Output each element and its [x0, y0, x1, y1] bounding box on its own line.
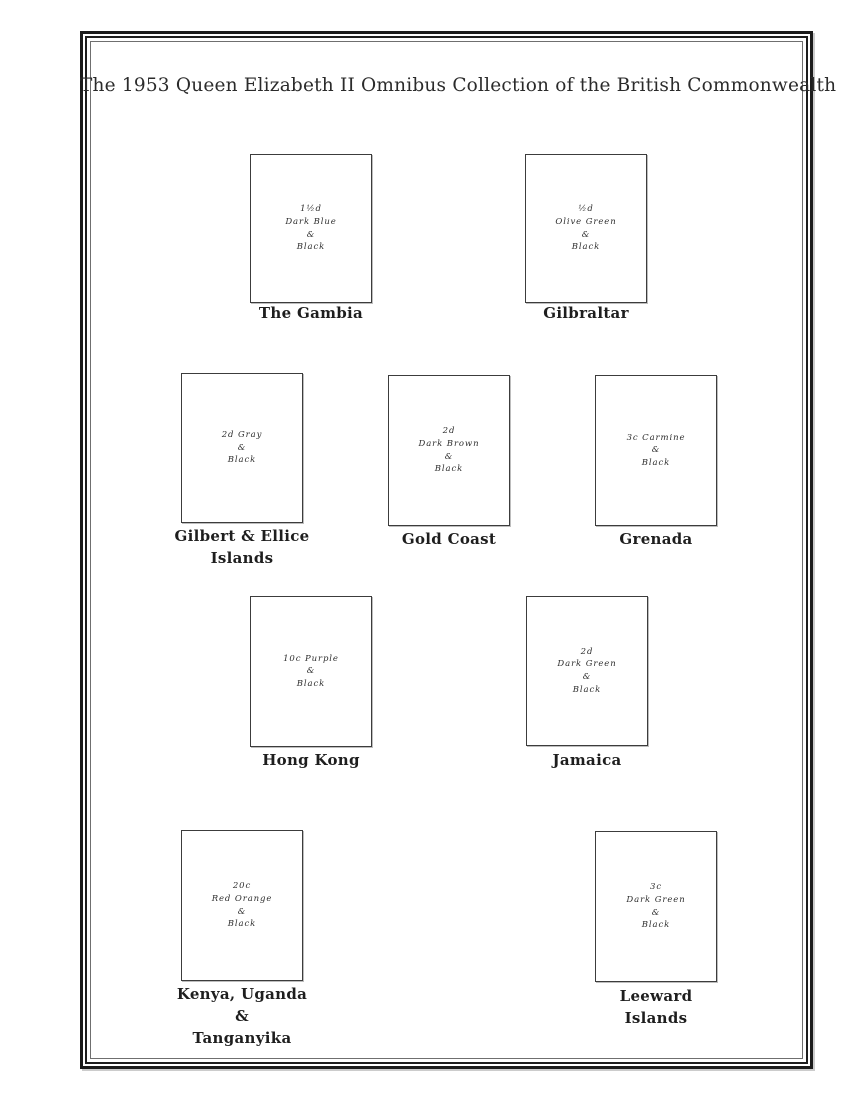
stamp-label-kenya-uganda-tanganyika: Kenya, Uganda & Tanganyika: [142, 983, 342, 1049]
stamp-label-line: Gilbraltar: [543, 304, 629, 322]
stamp-desc-line: &: [651, 445, 661, 456]
stamp-desc-line: Dark Green: [626, 894, 686, 905]
stamp-desc-line: &: [581, 229, 591, 240]
stamp-label-line: Kenya, Uganda: [176, 985, 308, 1003]
stamp-box-jamaica: 2d Dark Green & Black: [526, 596, 648, 746]
stamp-label-line: Leeward: [619, 987, 693, 1005]
stamp-desc-line: ½d: [578, 204, 594, 215]
stamp-desc-line: Dark Blue: [285, 216, 337, 227]
stamp-desc-line: Black: [296, 678, 326, 689]
stamp-desc-hong-kong: 10c Purple & Black: [283, 653, 339, 691]
stamp-desc-the-gambia: 1½d Dark Blue & Black: [285, 203, 336, 253]
stamp-label-line: Gilbert & Ellice: [174, 527, 310, 545]
stamp-desc-line: &: [237, 906, 247, 917]
stamp-box-gold-coast: 2d Dark Brown & Black: [388, 375, 510, 526]
stamp-desc-line: Black: [571, 242, 601, 253]
stamp-desc-line: 2d: [442, 426, 456, 437]
stamp-box-kenya-uganda-tanganyika: 20c Red Orange & Black: [181, 830, 303, 981]
stamp-desc-line: Black: [641, 457, 671, 468]
stamp-desc-leeward-islands: 3c Dark Green & Black: [626, 881, 685, 931]
stamp-label-jamaica: Jamaica: [497, 749, 677, 771]
stamp-box-gilbert-ellice-islands: 2d Gray & Black: [181, 373, 303, 523]
stamp-label-hong-kong: Hong Kong: [221, 749, 401, 771]
stamp-desc-line: &: [237, 442, 247, 453]
stamp-desc-line: 3c Carmine: [626, 432, 686, 443]
stamp-desc-line: &: [582, 672, 592, 682]
stamp-box-hong-kong: 10c Purple & Black: [250, 596, 372, 747]
stamp-label-leeward-islands: Leeward Islands: [566, 985, 746, 1029]
stamp-desc-line: &: [444, 451, 454, 462]
stamp-desc-line: Black: [227, 455, 257, 466]
stamp-desc-line: 10c Purple: [283, 653, 339, 664]
stamp-label-the-gambia: The Gambia: [221, 302, 401, 324]
stamp-label-line: Islands: [624, 1009, 688, 1027]
stamp-desc-line: 2d: [580, 646, 594, 657]
stamp-desc-gilbraltar: ½d Olive Green & Black: [555, 203, 616, 253]
stamp-desc-line: Black: [296, 242, 326, 253]
stamp-desc-line: Red Orange: [211, 893, 273, 904]
stamp-desc-line: 2d Gray: [221, 430, 263, 441]
stamp-desc-line: Dark Green: [557, 659, 617, 670]
stamp-desc-grenada: 3c Carmine & Black: [627, 432, 686, 470]
stamp-desc-line: &: [306, 229, 316, 240]
stamp-label-line: Tanganyika: [192, 1029, 292, 1047]
stamp-desc-line: Black: [572, 684, 602, 695]
stamp-box-grenada: 3c Carmine & Black: [595, 375, 717, 526]
stamp-desc-line: &: [651, 907, 661, 918]
stamp-desc-line: 1½d: [300, 204, 322, 215]
stamp-label-line: Hong Kong: [262, 751, 360, 769]
page-title: The 1953 Queen Elizabeth II Omnibus Coll…: [80, 75, 837, 96]
stamp-desc-gold-coast: 2d Dark Brown & Black: [419, 425, 480, 475]
stamp-label-gold-coast: Gold Coast: [359, 528, 539, 550]
stamp-label-grenada: Grenada: [566, 528, 746, 550]
stamp-desc-line: 3c: [650, 882, 662, 893]
stamp-label-line: Islands: [210, 549, 274, 567]
stamp-desc-line: Black: [434, 464, 464, 475]
stamp-label-gilbert-ellice-islands: Gilbert & Ellice Islands: [152, 525, 332, 569]
stamp-desc-kenya-uganda-tanganyika: 20c Red Orange & Black: [212, 880, 273, 930]
stamp-label-line: The Gambia: [258, 304, 364, 322]
stamp-desc-gilbert-ellice-islands: 2d Gray & Black: [222, 429, 263, 467]
stamp-desc-line: Black: [227, 919, 257, 930]
stamp-label-line: Gold Coast: [401, 530, 497, 548]
stamp-desc-line: Black: [641, 920, 671, 931]
stamp-desc-line: &: [306, 666, 316, 677]
stamp-label-gilbraltar: Gilbraltar: [496, 302, 676, 324]
stamp-desc-line: Dark Brown: [418, 438, 480, 449]
stamp-box-gilbraltar: ½d Olive Green & Black: [525, 154, 647, 303]
stamp-label-line: &: [235, 1007, 249, 1025]
stamp-desc-line: 20c: [232, 881, 252, 892]
stamp-box-leeward-islands: 3c Dark Green & Black: [595, 831, 717, 982]
stamp-label-line: Jamaica: [552, 751, 622, 769]
stamp-desc-line: Olive Green: [555, 216, 617, 227]
stamp-desc-jamaica: 2d Dark Green & Black: [557, 646, 616, 696]
stamp-box-the-gambia: 1½d Dark Blue & Black: [250, 154, 372, 303]
stamp-label-line: Grenada: [619, 530, 693, 548]
